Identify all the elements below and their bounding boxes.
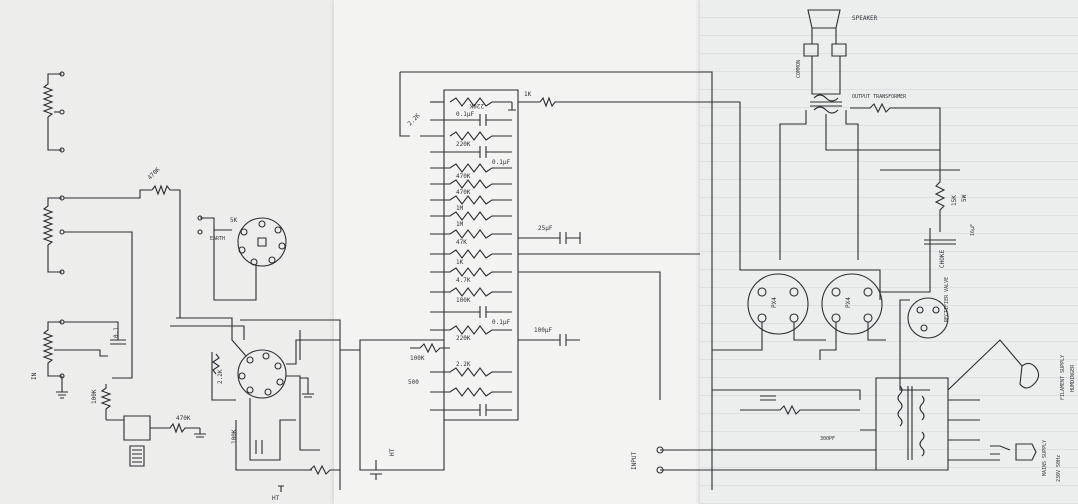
valve-holder-lower-left: 2.2K 100K HT [180, 317, 341, 502]
label-cap-mid-bot: 0.1µF [492, 319, 510, 326]
label-speaker: SPEAKER [852, 15, 878, 22]
cap-bottom-mid: HT [370, 448, 396, 480]
bias-and-input-right: INPUT [631, 101, 881, 474]
board-row-13: 0.1µF [430, 306, 512, 326]
label-input-left: IN [31, 372, 38, 380]
board-row-7: 1M [430, 195, 512, 212]
label-r-220k-2: 220K [456, 141, 471, 148]
label-cap-25: 25µF [538, 225, 553, 232]
label-r-1m-b: 1M [456, 221, 464, 228]
board-row-9: 47K 25µF [430, 225, 581, 246]
label-r-15k: 15K [951, 195, 958, 206]
valve-px4-left: PX4 [712, 273, 826, 351]
label-r-2k2-right: 2.2K [406, 112, 421, 127]
label-ht-mid: HT [389, 448, 396, 456]
rectifier-valve: RECTIFIER VALVE [899, 277, 950, 391]
label-r-5k-lower: 500 [408, 379, 419, 386]
label-choke: CHOKE [939, 250, 946, 268]
board-row-5: 470K [430, 163, 512, 180]
label-valve-base-top: 5K [230, 217, 238, 224]
board-row-14: 220K 100µF [430, 325, 580, 346]
label-cap-0-1: 0.1 [113, 327, 120, 338]
label-r-1k-top: 1K [524, 91, 532, 98]
label-r-470k-a: 470K [456, 173, 471, 180]
label-r-220k-low: 220K [456, 335, 471, 342]
label-r-100k-mid: 100K [456, 297, 471, 304]
label-input-bottom: INPUT [631, 452, 638, 470]
label-mains: MAINS SUPPLY [1042, 440, 1048, 476]
label-cap-300pf: 300PF [820, 436, 835, 442]
board-row-12: 100K [430, 287, 512, 304]
board-row-1: 220K 1K [430, 91, 712, 111]
label-filament: FILAMENT SUPPLY [1060, 355, 1066, 400]
board-row-6: 470K [430, 179, 512, 196]
label-r-220k-1: 220K [469, 102, 484, 109]
speaker: SPEAKER COMMON [796, 9, 878, 80]
label-common: COMMON [796, 60, 802, 78]
board-row-18 [430, 404, 512, 416]
label-volts: 230V 50Hz [1056, 455, 1062, 482]
label-r-1k: 1K [456, 259, 464, 266]
board-row-8: 1M [430, 211, 512, 228]
label-ht-bottom: HT [272, 495, 280, 502]
paper-sheet-right [700, 0, 1078, 504]
choke-and-filter: 15K 5W 16µF CHOKE [880, 169, 976, 293]
label-grid-stop: 2.2K [217, 369, 224, 384]
board-row-4: 0.1µF [430, 146, 512, 166]
mains-transformer: MAINS SUPPLY 230V 50Hz 300PF [820, 377, 1062, 482]
label-valve2: PX4 [845, 297, 852, 308]
label-r-470k-b: 470K [456, 189, 471, 196]
valve-holder-octal: 5K EARTH [197, 215, 287, 301]
label-r-4k7: 4.7K [456, 277, 471, 284]
pot-top-left [42, 71, 65, 153]
label-cap-filter: 16µF [970, 224, 976, 236]
label-cap-100uf: 100µF [534, 327, 552, 334]
label-output-tx: OUTPUT TRANSFORMER [852, 94, 907, 100]
board-row-17: 500 [408, 379, 512, 397]
filament-supply: FILAMENT SUPPLY HUMDINGER [947, 339, 1076, 400]
label-cap-mid-low: 0.1µF [492, 159, 510, 166]
pot-mid-left: 470K [42, 166, 181, 379]
pot-lower-left: 0.1 100K 470K IN [31, 319, 206, 467]
label-valve1: PX4 [771, 297, 778, 308]
label-earth: EARTH [210, 236, 225, 242]
output-transformer: OUTPUT TRANSFORMER [779, 80, 941, 260]
label-r-100k-low: 100K [410, 355, 425, 362]
board-row-11: 4.7K [430, 267, 661, 400]
paper-sheet-middle [334, 0, 704, 504]
board-row-2: 0.1µF [430, 111, 512, 126]
valve-px4-right: PX4 [819, 273, 886, 360]
valve-base-wiring [170, 325, 340, 398]
label-humdinger: HUMDINGER [1070, 364, 1076, 392]
label-r-15k-w: 5W [961, 194, 968, 202]
label-470k-left: 470K [176, 415, 191, 422]
board-row-15: 100K [410, 342, 450, 362]
label-470k-top: 470K [146, 166, 161, 181]
board-row-10: 1K [430, 249, 700, 266]
label-rectifier: RECTIFIER VALVE [944, 277, 950, 322]
component-board [340, 71, 713, 490]
label-cap-mid-top: 0.1µF [456, 111, 474, 118]
board-row-16: 2.2K [430, 361, 512, 377]
label-r-1m-a: 1M [456, 205, 464, 212]
label-r-100k-right: 100K [231, 429, 238, 444]
label-r-47k: 47K [456, 239, 467, 246]
label-r-2k2: 2.2K [456, 361, 471, 368]
label-100k-left: 100K [91, 389, 98, 404]
